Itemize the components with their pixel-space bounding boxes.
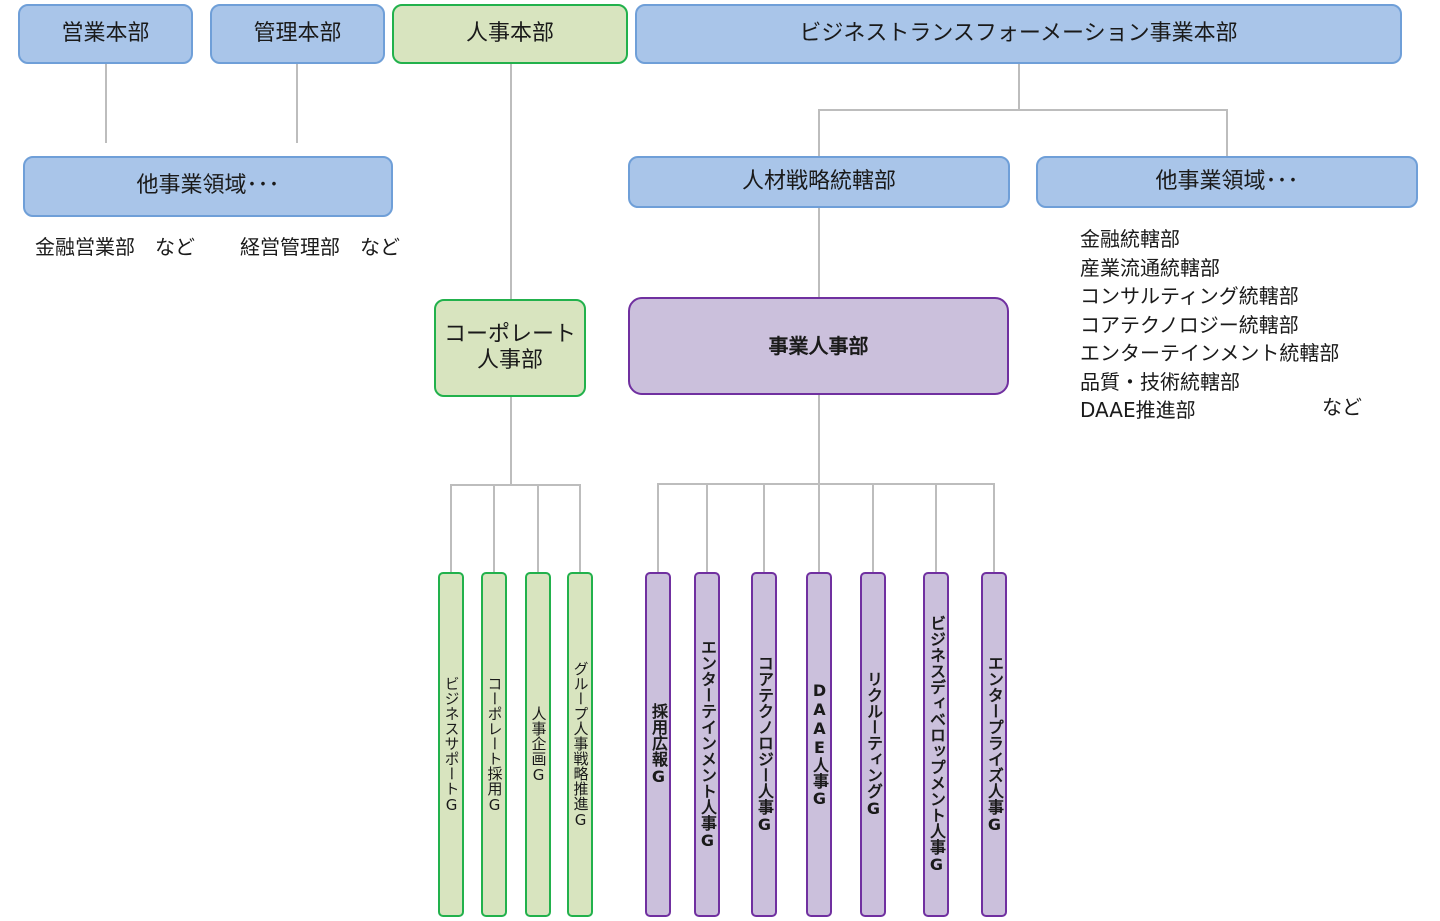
connector-corp-g1 xyxy=(450,484,452,573)
corp-group-group-hr-strategy: グループ人事戦略推進G xyxy=(567,572,593,917)
division-bx-label: ビジネストランスフォーメーション事業本部 xyxy=(799,20,1238,46)
connector-bizhr-branch xyxy=(657,483,995,485)
biz-group-core-tech-hr: コアテクノロジー人事G xyxy=(751,572,777,917)
connector-biz-g4 xyxy=(818,483,820,573)
connector-corp-g2 xyxy=(493,484,495,573)
left-other-domains: 他事業領域･･･ xyxy=(23,156,393,217)
group-label: ビジネスディベロップメント人事G xyxy=(927,615,946,874)
connector-biz-g1 xyxy=(657,483,659,573)
connector-bx xyxy=(1018,63,1020,110)
biz-group-enterprise-hr: エンタープライズ人事G xyxy=(981,572,1007,917)
connector-corp-g3 xyxy=(537,484,539,573)
group-label: 人事企画G xyxy=(529,705,548,784)
connector-biz-g6 xyxy=(935,483,937,573)
corporate-hr-line1: コーポレート xyxy=(443,321,576,347)
connector-corphr-branch xyxy=(450,484,581,486)
note-sales-examples: 金融営業部 など xyxy=(35,235,195,259)
group-label: ビジネスサポートG xyxy=(442,675,461,814)
connector-biz-g3 xyxy=(763,483,765,573)
division-bx: ビジネストランスフォーメーション事業本部 xyxy=(635,4,1402,64)
connector-corphr-down xyxy=(510,396,512,485)
bx-other-item: 金融統轄部 xyxy=(1080,227,1180,251)
connector-sales xyxy=(105,63,107,143)
connector-biz-g7 xyxy=(993,483,995,573)
division-sales-label: 営業本部 xyxy=(61,20,150,46)
corp-group-business-support: ビジネスサポートG xyxy=(438,572,464,917)
group-label: DAAE人事G xyxy=(810,681,829,808)
biz-group-entertainment-hr: エンターテインメント人事G xyxy=(694,572,720,917)
division-hr-label: 人事本部 xyxy=(465,20,554,46)
division-admin-label: 管理本部 xyxy=(253,20,342,46)
division-admin: 管理本部 xyxy=(210,4,385,64)
bx-other-suffix: など xyxy=(1322,395,1362,419)
connector-bx-branch xyxy=(818,109,1228,111)
connector-talent-bizhr xyxy=(818,207,820,298)
connector-bizhr-down xyxy=(818,394,820,484)
bx-other-domains: 他事業領域･･･ xyxy=(1036,156,1418,208)
bx-other-item: DAAE推進部 xyxy=(1080,398,1196,422)
talent-strategy-dept-label: 人材戦略統轄部 xyxy=(741,168,896,194)
group-label: コーポレート採用G xyxy=(485,675,504,814)
bx-other-domains-label: 他事業領域･･･ xyxy=(1155,168,1299,194)
corp-group-corporate-recruiting: コーポレート採用G xyxy=(481,572,507,917)
group-label: リクルーティングG xyxy=(864,671,883,818)
bx-other-item: エンターテインメント統轄部 xyxy=(1080,341,1340,365)
division-sales: 営業本部 xyxy=(18,4,193,64)
connector-talent xyxy=(818,109,820,157)
biz-group-business-dev-hr: ビジネスディベロップメント人事G xyxy=(923,572,949,917)
group-label: 採用広報G xyxy=(649,703,668,786)
connector-biz-g5 xyxy=(872,483,874,573)
bx-other-item: コアテクノロジー統轄部 xyxy=(1080,312,1299,337)
group-label: グループ人事戦略推進G xyxy=(571,660,590,829)
note-admin-examples: 経営管理部 など xyxy=(240,235,400,259)
connector-admin xyxy=(296,63,298,143)
talent-strategy-dept: 人材戦略統轄部 xyxy=(628,156,1010,208)
left-other-domains-label: 他事業領域･･･ xyxy=(136,173,280,199)
corporate-hr-dept: コーポレート 人事部 xyxy=(434,299,586,397)
business-hr-label: 事業人事部 xyxy=(768,334,869,358)
biz-group-daae-hr: DAAE人事G xyxy=(806,572,832,917)
connector-other xyxy=(1226,109,1228,157)
business-hr-dept: 事業人事部 xyxy=(628,297,1009,395)
bx-other-list: 金融統轄部 産業流通統轄部 コンサルティング統轄部 コアテクノロジー統轄部 エン… xyxy=(1080,225,1339,425)
group-label: エンターテインメント人事G xyxy=(698,639,717,850)
bx-other-item: 産業流通統轄部 xyxy=(1080,255,1220,280)
connector-corp-g4 xyxy=(579,484,581,573)
corporate-hr-line2: 人事部 xyxy=(476,348,543,373)
bx-other-item: コンサルティング統轄部 xyxy=(1080,284,1299,308)
biz-group-recruiting-pr: 採用広報G xyxy=(645,572,671,917)
biz-group-recruiting: リクルーティングG xyxy=(860,572,886,917)
bx-other-item: 品質・技術統轄部 xyxy=(1080,369,1240,394)
corp-group-hr-planning: 人事企画G xyxy=(525,572,551,917)
connector-hr xyxy=(510,63,512,300)
connector-biz-g2 xyxy=(706,483,708,573)
group-label: コアテクノロジー人事G xyxy=(755,655,774,834)
division-hr: 人事本部 xyxy=(392,4,628,64)
group-label: エンタープライズ人事G xyxy=(985,655,1004,834)
